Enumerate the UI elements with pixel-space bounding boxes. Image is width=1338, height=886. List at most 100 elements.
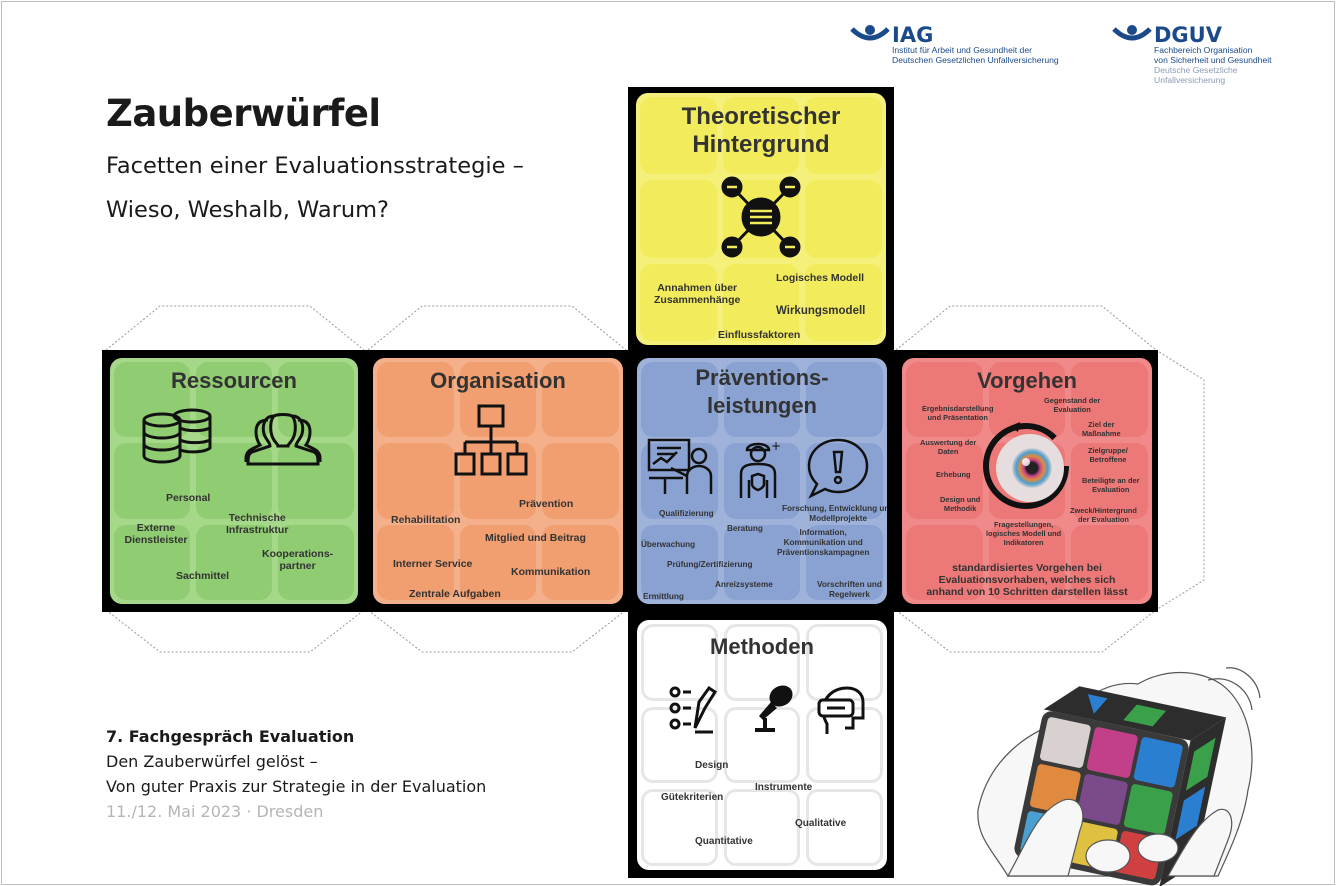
label-annahmen-2: Zusammenhänge	[654, 294, 741, 306]
label-gegenstand-1: Gegenstand der	[1044, 396, 1101, 405]
label-pruefung: Prüfung/Zertifizierung	[667, 560, 753, 569]
label-einflussfaktoren: Einflussfaktoren	[718, 329, 801, 341]
iag-line1: Institut für Arbeit und Gesundheit der	[892, 45, 1032, 55]
label-annahmen-1: Annahmen über	[657, 282, 738, 294]
vorgehen-title: Vorgehen	[977, 368, 1077, 393]
label-kommunikation: Kommunikation	[511, 566, 591, 578]
label-technische-2: Infrastruktur	[226, 524, 289, 536]
teaching-icon	[647, 438, 713, 494]
label-qualitative: Qualitative	[795, 818, 847, 829]
label-externe-1: Externe	[136, 522, 176, 534]
dguv-line4: Unfallversicherung	[1154, 75, 1226, 85]
label-ergebnis-2: und Präsentation	[927, 413, 988, 422]
label-information-1: Information,	[799, 528, 847, 537]
worker-icon: +	[739, 439, 781, 498]
label-qualifizierung: Qualifizierung	[659, 509, 714, 518]
label-personal: Personal	[166, 492, 211, 504]
event-line1: Den Zauberwürfel gelöst –	[106, 752, 318, 771]
iag-logo-icon	[850, 25, 890, 41]
hands-rubiks-cube-icon	[977, 667, 1261, 886]
label-interner-service: Interner Service	[393, 558, 473, 570]
label-beteiligte-1: Beteiligte an der	[1082, 476, 1140, 485]
face-praeventionsleistungen: Präventions- leistungen + Qualif	[637, 358, 887, 604]
event-line2: Von guter Praxis zur Strategie in der Ev…	[106, 777, 487, 796]
label-sachmittel: Sachmittel	[176, 570, 230, 582]
label-fragen-1: Fragestellungen,	[994, 520, 1054, 529]
ressourcen-title: Ressourcen	[171, 368, 297, 393]
label-quantitative: Quantitative	[695, 836, 753, 847]
dguv-logo: DGUV Fachbereich Organisation von Sicher…	[1112, 23, 1272, 85]
event-date: 11./12. Mai 2023 · Dresden	[106, 802, 324, 821]
label-instrumente: Instrumente	[755, 782, 813, 793]
label-vorschriften-1: Vorschriften und	[817, 580, 882, 589]
dguv-line3: Deutsche Gesetzliche	[1154, 65, 1238, 75]
event-info: 7. Fachgespräch Evaluation Den Zauberwür…	[106, 724, 486, 824]
label-erhebung: Erhebung	[936, 470, 971, 479]
label-auswertung-1: Auswertung der	[920, 438, 977, 447]
label-fragen-2: logisches Modell und	[986, 529, 1062, 538]
face-vorgehen: Vorgehen Ergebnisdarstellung und Präsent…	[902, 358, 1152, 604]
label-mitglied-beitrag: Mitglied und Beitrag	[485, 532, 586, 544]
label-zweck-2: der Evaluation	[1078, 515, 1129, 524]
methoden-title: Methoden	[710, 634, 814, 659]
microphone-icon	[755, 685, 793, 732]
people-icon	[244, 413, 322, 466]
theorie-title-line1: Theoretischer	[681, 103, 841, 130]
vorgehen-footer-1: standardisiertes Vorgehen bei	[952, 562, 1102, 574]
dguv-line2: von Sicherheit und Gesundheit	[1154, 55, 1272, 65]
label-design: Design	[695, 760, 729, 771]
dguv-logo-icon	[1112, 25, 1152, 41]
subtitle-line1: Facetten einer Evaluationsstrategie –	[106, 153, 524, 179]
face-methoden: Methoden Design Instrumente Gütekriterie…	[637, 620, 887, 870]
label-anreizsysteme: Anreizsysteme	[715, 580, 773, 589]
label-rehabilitation: Rehabilitation	[391, 514, 461, 526]
network-icon	[721, 176, 801, 258]
iag-logo: IAG Institut für Arbeit und Gesundheit d…	[850, 25, 1059, 65]
questionnaire-icon	[669, 685, 718, 734]
praevention-title-line1: Präventions-	[695, 365, 829, 390]
label-praevention: Prävention	[519, 498, 574, 510]
label-auswertung-2: Daten	[937, 447, 959, 456]
label-guetekriterien: Gütekriterien	[661, 792, 724, 803]
event-heading: 7. Fachgespräch Evaluation	[106, 727, 355, 746]
subtitle-line2: Wieso, Weshalb, Warum?	[106, 197, 389, 223]
label-ergebnis-1: Ergebnisdarstellung	[922, 404, 994, 413]
face-organisation: Organisation Prävention Rehabilitation M…	[373, 358, 623, 604]
speech-exclamation-icon	[807, 438, 869, 499]
label-kooperations-1: Kooperations-	[262, 548, 334, 560]
label-beratung: Beratung	[727, 524, 763, 533]
label-vorschriften-2: Regelwerk	[828, 590, 870, 599]
label-ermittlung: Ermittlung	[643, 592, 684, 601]
praevention-title-line2: leistungen	[706, 393, 817, 418]
page-subtitle: Facetten einer Evaluationsstrategie – Wi…	[106, 144, 524, 232]
label-kooperations-2: partner	[279, 560, 316, 572]
label-zweck-1: Zweck/Hintergrund	[1070, 506, 1137, 515]
eye-cycle-icon	[983, 422, 1069, 509]
dguv-name: DGUV	[1154, 23, 1222, 47]
label-fragen-3: Indikatoren	[1003, 538, 1044, 547]
label-zentrale-aufgaben: Zentrale Aufgaben	[409, 588, 501, 600]
organisation-title: Organisation	[430, 368, 566, 393]
label-technische-1: Technische	[228, 512, 286, 524]
vr-headset-icon	[817, 686, 865, 734]
label-forschung-2: Modellprojekte	[809, 514, 868, 523]
label-zielgruppe-2: Betroffene	[1089, 455, 1127, 464]
vorgehen-footer-2: Evaluationsvorhaben, welches sich	[938, 574, 1116, 586]
label-information-3: Präventionskampagnen	[777, 548, 870, 557]
database-icon	[142, 408, 212, 464]
label-zielgruppe-1: Zielgruppe/	[1088, 446, 1128, 455]
svg-text:+: +	[771, 439, 781, 453]
label-ziel-2: Maßnahme	[1082, 429, 1121, 438]
label-gegenstand-2: Evaluation	[1053, 405, 1091, 414]
label-ueberwachung: Überwachung	[641, 540, 696, 549]
label-logisches-modell: Logisches Modell	[776, 272, 865, 284]
label-information-2: Kommunikation und	[783, 538, 863, 547]
label-design-methodik-1: Design und	[940, 495, 981, 504]
label-externe-2: Dienstleister	[124, 534, 188, 546]
dguv-line1: Fachbereich Organisation	[1154, 45, 1253, 55]
org-chart-icon	[454, 404, 528, 476]
label-ziel-1: Ziel der	[1088, 420, 1115, 429]
iag-line2: Deutschen Gesetzlichen Unfallversicherun…	[892, 55, 1059, 65]
face-ressourcen: Ressourcen Personal Externe Dienstleiste…	[110, 358, 358, 604]
